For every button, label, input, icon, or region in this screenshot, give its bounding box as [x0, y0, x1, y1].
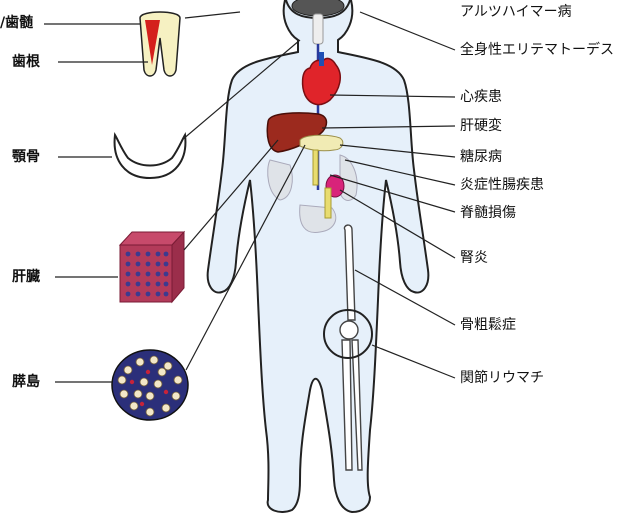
label-ibd: 炎症性腸疾患 [460, 177, 544, 193]
label-cirrhosis: 肝硬変 [460, 118, 502, 134]
label-osteoporosis: 骨粗鬆症 [460, 317, 516, 333]
label-diabetes: 糖尿病 [460, 149, 502, 165]
ureter2-icon [325, 188, 331, 218]
pancreas-icon [300, 135, 343, 151]
tooth-icon [140, 12, 180, 76]
islet-icon [112, 350, 188, 420]
jawbone-icon [115, 135, 186, 178]
label-alzheimer: アルツハイマー病 [460, 4, 572, 20]
label-liver-tissue: 肝臓 [12, 269, 40, 285]
label-dental-pulp-text: 歯髄 [5, 15, 33, 31]
label-spinal-injury: 脊髄損傷 [460, 205, 516, 221]
label-heart-disease: 心疾患 [460, 89, 502, 105]
label-jawbone: 顎骨 [12, 149, 40, 165]
label-dental-pulp: /歯髄 [0, 15, 33, 31]
aorta-icon [319, 52, 324, 66]
label-rheumatoid-arthritis: 関節リウマチ [460, 370, 544, 386]
label-sle: 全身性エリテマトーデス [460, 42, 614, 58]
liver-tissue-cube-icon [120, 232, 184, 302]
label-nephritis: 腎炎 [460, 250, 488, 266]
label-dental-root: 歯根 [12, 54, 40, 70]
label-pancreatic-islet: 膵島 [12, 374, 40, 390]
ureter-icon [313, 150, 318, 185]
